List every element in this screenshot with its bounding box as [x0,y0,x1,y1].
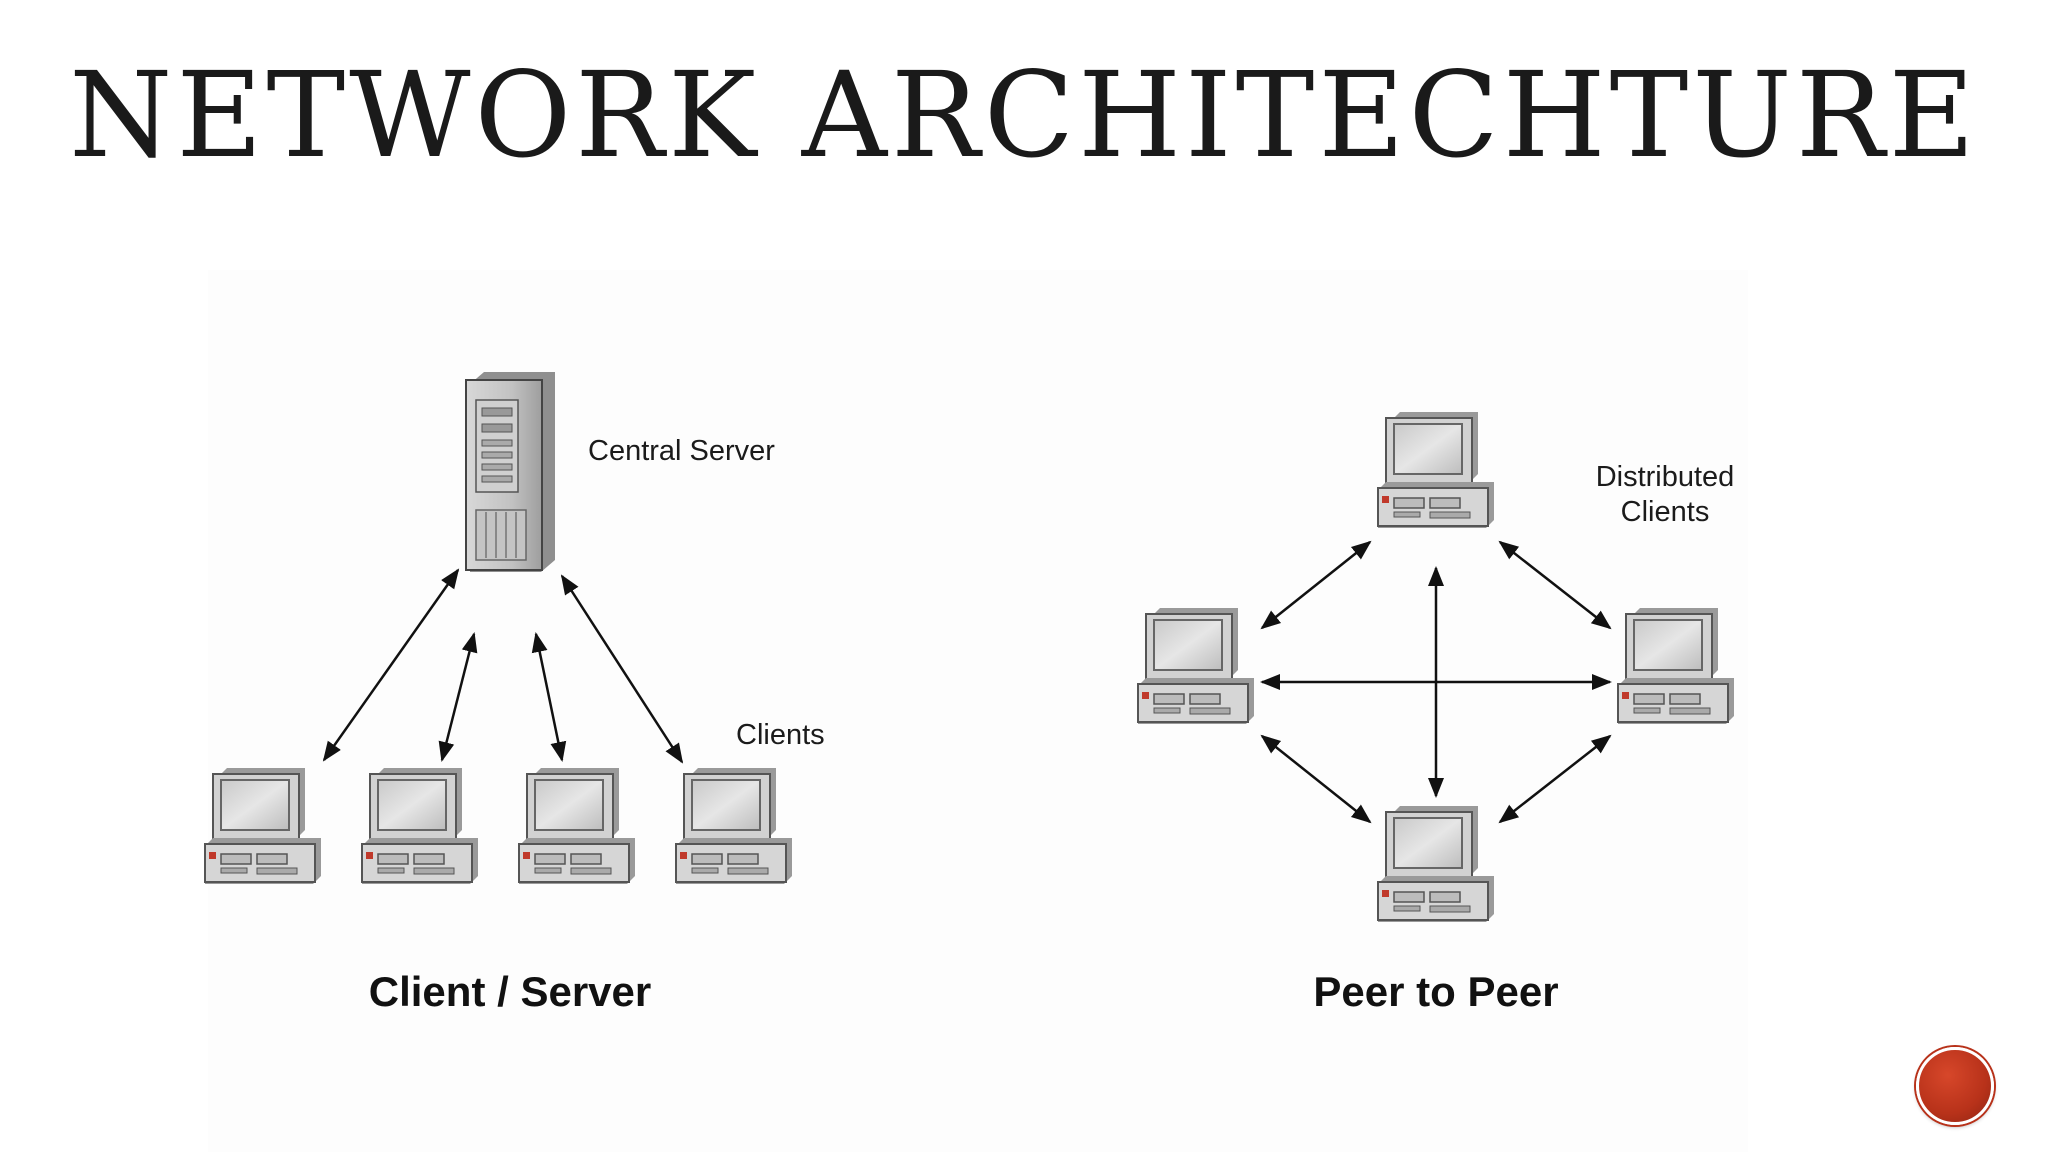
connection-arrow [1260,540,1372,630]
client-server-caption: Client / Server [368,968,652,1015]
distributed-clients-label-line1: Distributed [1595,461,1735,493]
client-icon [1377,805,1495,923]
connection-arrow [322,568,460,762]
distributed-clients-label-line2: Clients [1620,495,1710,528]
next-slide-button[interactable] [1916,1047,1994,1125]
connection-arrow [1498,734,1612,824]
peer-to-peer-caption: Peer to Peer [1313,968,1559,1015]
slide-title: NETWORK ARCHITECHTURE [69,46,1979,184]
client-icon [1377,411,1495,529]
server-label: Central Server [588,435,775,467]
client-icon [1137,607,1255,725]
connection-arrow [1260,734,1372,824]
connection-arrow [1498,540,1612,630]
distributed-clients-label: Distributed Clients [1570,460,1760,530]
clients-label: Clients [736,719,825,751]
connection-arrow [531,632,567,762]
central-server-icon [465,372,555,572]
client-icon [1617,607,1735,725]
client-icon [675,767,793,885]
connection-arrow [438,632,478,762]
client-icon [361,767,479,885]
connection-arrow [560,574,684,764]
client-icon [204,767,322,885]
client-icon [518,767,636,885]
